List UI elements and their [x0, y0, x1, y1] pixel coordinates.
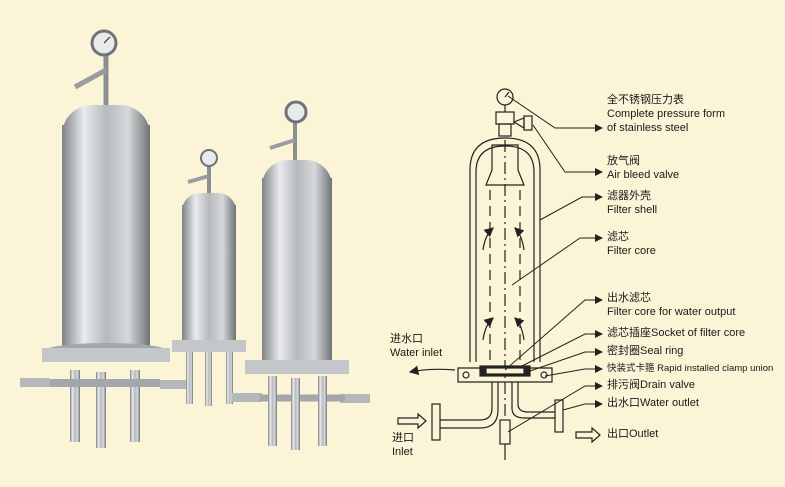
label-pressure-gauge-cn: 全不锈钢压力表 [607, 94, 684, 106]
label-filter-core-cn: 滤芯 [607, 231, 629, 243]
label-pressure-gauge-en-1: Complete pressure form [607, 108, 725, 120]
label-inlet-cn: 进口 [392, 432, 414, 444]
label-water-outlet: 出水口Water outlet [607, 397, 699, 409]
label-inlet-en: Inlet [392, 446, 413, 458]
label-core-socket: 滤芯插座Socket of filter core [607, 327, 746, 339]
large-filter-housing [20, 29, 188, 448]
label-output-core-cn: 出水滤芯 [607, 292, 651, 304]
leader-lines [504, 95, 603, 433]
medium-filter-housing [232, 100, 370, 450]
label-air-bleed-en: Air bleed valve [607, 169, 680, 181]
label-filter-shell-cn: 滤器外壳 [607, 190, 651, 202]
label-filter-core-en: Filter core [607, 245, 656, 257]
label-filter-shell-en: Filter shell [607, 204, 658, 216]
label-seal-ring: 密封圈Seal ring [607, 345, 684, 357]
label-clamp-union: 快装式卡箍 Rapid installed clamp union [607, 363, 774, 374]
label-water-inlet-en: Water inlet [390, 347, 443, 359]
label-water-inlet-cn: 进水口 [390, 333, 423, 345]
label-output-core-en: Filter core for water output [607, 306, 736, 318]
schematic-diagram [397, 88, 601, 460]
label-outlet: 出口Outlet [607, 428, 659, 440]
label-pressure-gauge-en-2: of stainless steel [607, 122, 689, 134]
label-air-bleed-cn: 放气阀 [607, 155, 640, 167]
small-filter-housing [172, 149, 246, 406]
label-drain-valve: 排污阀Drain valve [607, 379, 696, 391]
